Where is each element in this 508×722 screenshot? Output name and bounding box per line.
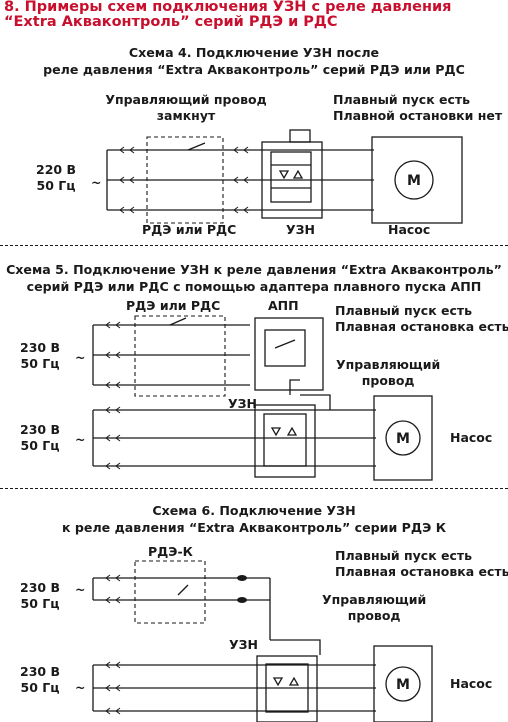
separator-2 [0,488,508,489]
scheme5-uzn-label: УЗН [228,396,257,411]
separator-1 [0,245,508,246]
scheme6-control-wire-label: Управляющий провод [322,592,427,623]
scheme4-pump-block: М [371,136,463,224]
scheme4-relay-contact [187,142,206,151]
scheme4-pump-label: Насос [388,222,431,237]
scheme4-wires [106,146,374,214]
scheme5-notes: Плавный пуск есть Плавная остановка есть [335,303,508,334]
scheme5-ac-symbol-bottom: ~ [75,432,86,447]
scheme5-voltage-top: 230 В 50 Гц [20,340,60,371]
scheme4-ac-symbol: ~ [91,175,102,190]
scheme6-relay-label: РДЭ-К [148,544,193,559]
scheme6-motor-letter: М [396,677,410,693]
scheme5-uzn-block [254,404,316,478]
scheme4-uzn-block [261,129,323,219]
scheme5-app-label: АПП [268,298,299,313]
scheme5-relay-box [134,315,226,397]
scheme4-uzn-label: УЗН [286,222,315,237]
scheme4-control-wire-label: Управляющий провод замкнут [105,92,267,123]
scheme6-pump-label: Насос [450,676,493,691]
scheme6-voltage-top: 230 В 50 Гц [20,580,60,611]
scheme6-wires [92,574,376,715]
scheme5-pump-label: Насос [450,430,493,445]
scheme6-ac-symbol-top: ~ [75,582,86,597]
scheme4-motor-letter: М [407,173,421,189]
scheme6-caption: Схема 6. Подключение УЗН к реле давления… [61,503,447,535]
scheme6-relay-contact [177,584,189,596]
scheme4-voltage-label: 220 В 50 Гц [36,162,76,193]
scheme5-control-wire-label: Управляющий провод [336,357,441,388]
scheme5-voltage-bottom: 230 В 50 Гц [20,422,60,453]
scheme4-relay-box [146,136,224,224]
scheme6-uzn-label: УЗН [229,637,258,652]
scheme6-ac-symbol-bottom: ~ [75,680,86,695]
scheme6-uzn-block [256,655,318,722]
scheme5-relay-contact [169,317,187,326]
scheme4-relay-label: РДЭ или РДС [142,222,237,237]
scheme6-notes: Плавный пуск есть Плавная остановка есть [335,548,508,579]
scheme5-motor-letter: М [396,431,410,447]
scheme5-pump-block: М [373,395,433,481]
scheme4-notes: Плавный пуск есть Плавной остановки нет [333,92,503,123]
scheme6-relay-box [134,560,206,624]
page-title: 8. Примеры схем подключения УЗН с реле д… [4,0,452,30]
scheme6-voltage-bottom: 230 В 50 Гц [20,664,60,695]
scheme5-motor-icon [385,420,421,456]
scheme4-control-wire-loop [289,129,311,143]
scheme6-motor-icon [385,666,421,702]
scheme4-motor-icon [394,160,434,200]
scheme5-app-block [254,317,324,391]
scheme4-caption: Схема 4. Подключение УЗН после реле давл… [43,45,465,77]
scheme5-caption: Схема 5. Подключение УЗН к реле давления… [6,262,502,294]
scheme5-ac-symbol-top: ~ [75,350,86,365]
scheme6-pump-block: М [373,645,433,722]
scheme5-relay-label: РДЭ или РДС [126,298,221,313]
